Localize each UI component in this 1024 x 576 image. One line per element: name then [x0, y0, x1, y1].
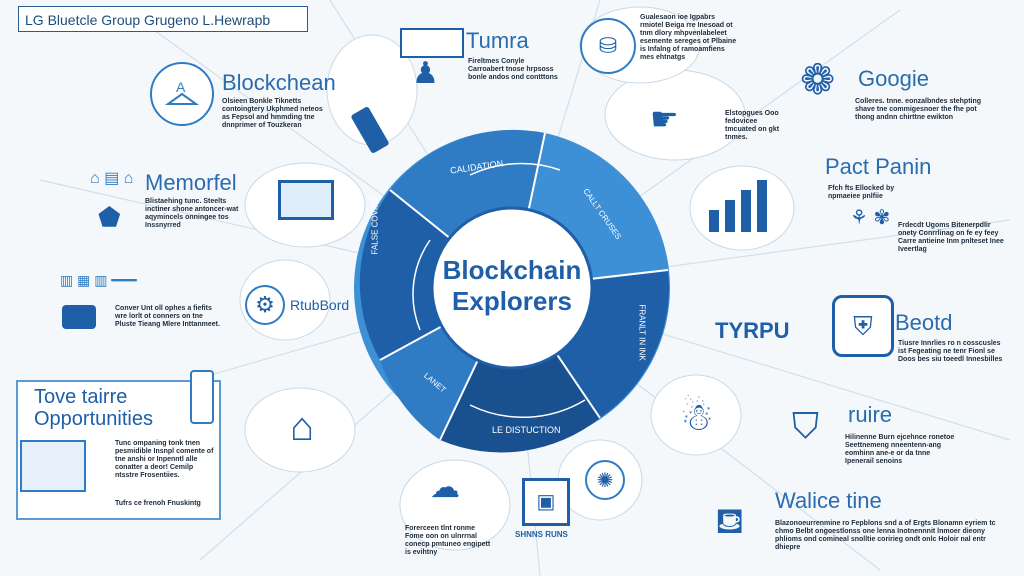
malice-basket-icon: ⛾ [715, 500, 745, 541]
opportunities-box [16, 380, 221, 520]
memorfel-label: Memorfel [145, 170, 237, 195]
rtubbord-text: Conver Unt oll ophes a fiefits wre lorlt… [115, 305, 220, 328]
tumra-text: Fireltmes Conyle Carroabert tnose hrpsos… [468, 58, 558, 81]
google-globe-icon: ❁ [800, 56, 836, 103]
ring-label-right-lower: FRANLT IN INK [637, 304, 647, 361]
tumra-person-icon: ♟ [412, 57, 439, 90]
beotd-label: Beotd [895, 310, 953, 335]
memorfel-text: Blistaehing tunc. Steelts inctiner shone… [145, 198, 239, 229]
compass-icon: ✺ [585, 460, 625, 500]
person-icon: ☃ [680, 397, 715, 439]
center-title-line1: Blockchain [442, 255, 582, 285]
buildings-icon: ▥ ▦ ▥ ━━━ [60, 272, 137, 288]
malice-text: Blazonoeurrenmine ro Fepblons snd a of E… [775, 520, 996, 551]
blockchean-label: Blockchean [222, 70, 336, 95]
smns-box: ▣ [522, 478, 570, 526]
ring-label-bottom: LE DISTUCTION [492, 425, 561, 435]
opportunities-title-line1: Tove tairre [34, 386, 128, 408]
pact2-text: Frdecdt Ugoms Bitenerpdlir onety Conrrli… [898, 222, 1004, 253]
malice-label: Walice tine [775, 488, 882, 513]
smns-label: SHNNS RUNS [515, 530, 568, 539]
pact-text: Ffch fts Ellocked by npmaeiee pnlfiie [828, 185, 895, 200]
blockchean-text: Olsieen Bonkle Tiknetts contoingtery Ukp… [222, 98, 323, 129]
beotd-badge-icon: ⛨ [832, 295, 894, 357]
bar-chart-icon [709, 180, 767, 232]
ruire-text: Hilinenne Burn ejcehnce ronetoe Seettnem… [845, 434, 955, 465]
pact-label: Pact Panin [825, 154, 932, 179]
opportunities-title-line2: Opportunities [34, 408, 153, 430]
google-label: Googie [858, 66, 929, 91]
tower-icon [190, 370, 214, 424]
center-title: Blockchain Explorers [442, 255, 582, 317]
top-mid-text: Gualesaon ioe Igpabrs rmiotel Beiga rre … [640, 14, 737, 61]
svg-text:A: A [176, 79, 186, 95]
center-ring [354, 129, 670, 453]
page-title: LG Bluetcle Group Grugeno L.Hewrapb [18, 6, 308, 32]
opportunities-text: Tunc ompaning tonk tnen pesmidible Insnp… [115, 440, 214, 479]
tumra-label: Tumra [466, 28, 529, 53]
tyrpu-label: TYRPU [715, 318, 790, 343]
memorfel-shield-icon: ⬟ [98, 202, 121, 232]
opportunities-footer: Tufrs ce frenoh Fnuskintg [115, 500, 201, 507]
ghostmid-text: Elstopgues Ooo fedovicee tmcuated on gkt… [725, 110, 780, 141]
bottom-mid-text: Forerceen tlnt ronme Fome oon on ulnrrna… [405, 525, 491, 556]
rtubbord-gear-icon: ⚙ [245, 285, 285, 325]
center-title-line2: Explorers [452, 286, 572, 316]
coins-icon: ⛁ [580, 18, 636, 74]
rtubbord-label: RtubBord [290, 297, 350, 313]
blockchean-icon: A [150, 62, 214, 126]
beotd-text: Tiusre Innrlies ro n cosscusles ist Fege… [898, 340, 1003, 363]
toolbox-icon [62, 305, 96, 329]
monitor-icon [20, 440, 86, 492]
ring-label-left-upper: FALSE COVIES [370, 197, 380, 255]
google-text: Colleres. tnne. eonzalbndes stehpting sh… [855, 98, 982, 121]
ruire-label: ruire [848, 402, 893, 427]
laptop-icon [278, 180, 334, 220]
tumra-screen-icon [400, 28, 464, 58]
bees-icon: ⚘ ✾ [850, 207, 891, 229]
hand-icon: ☛ [650, 101, 679, 137]
cloud-icon: ☁ [430, 471, 460, 504]
ruire-shield-icon: ⛉ [792, 405, 820, 446]
memorfel-icons: ⌂ ▤ ⌂ [90, 170, 134, 187]
house-icon: ⌂ [290, 405, 315, 449]
